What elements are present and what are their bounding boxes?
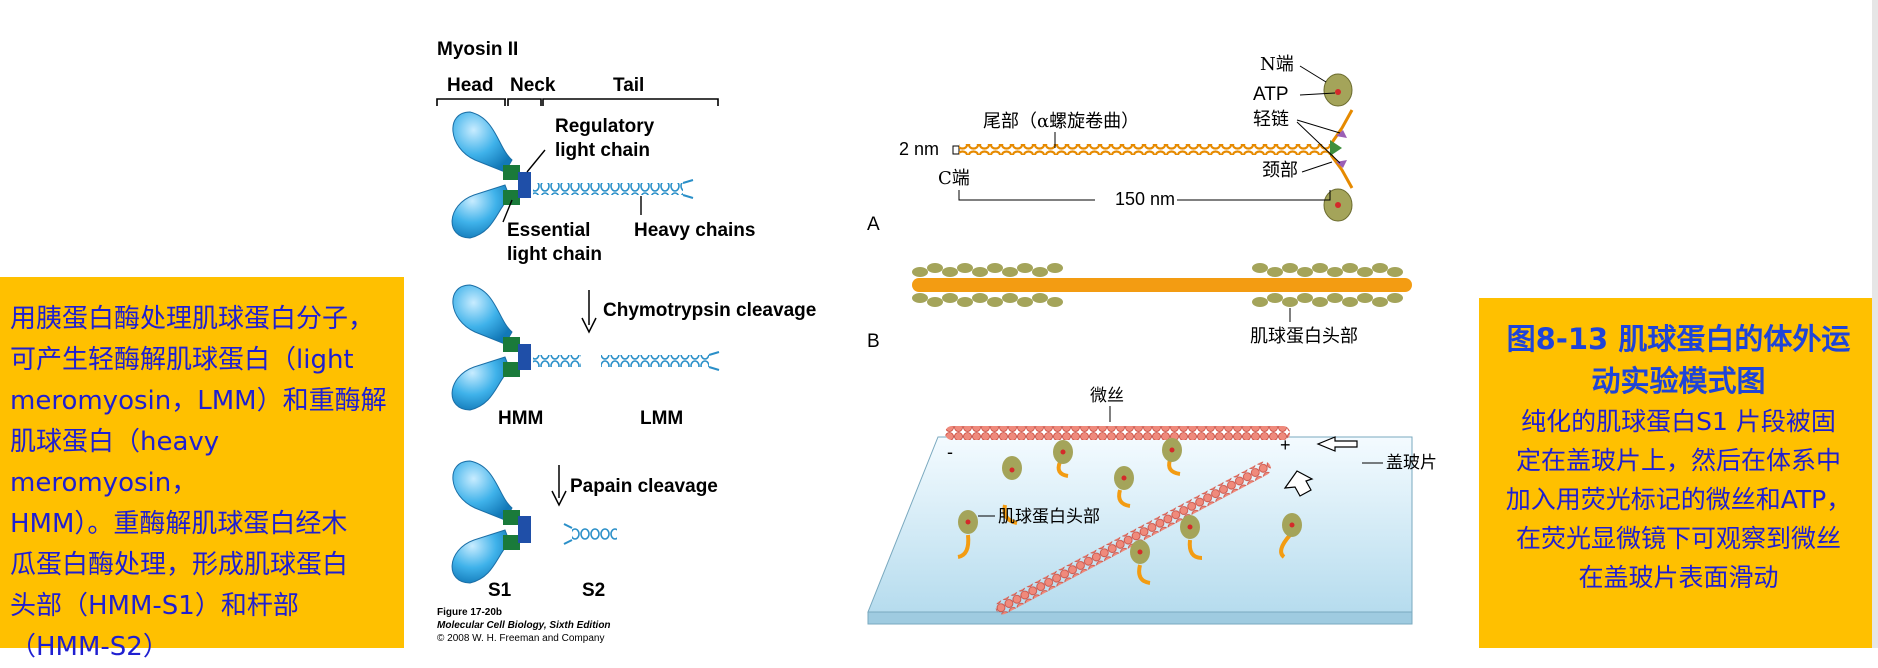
thick-filament-heads-left xyxy=(912,263,1063,307)
minus-end-label: - xyxy=(947,442,953,462)
filament-label: 微丝 xyxy=(1090,386,1124,406)
essential-light-chain xyxy=(503,190,520,205)
papain-label: Papain cleavage xyxy=(570,476,718,497)
regulatory-light-chain xyxy=(503,165,520,180)
myosin-title: Myosin II xyxy=(437,39,518,60)
s1-head-lower xyxy=(451,529,511,584)
regulatory-label-1: Regulatory xyxy=(555,116,655,137)
arrow-up-right-icon xyxy=(1283,470,1314,497)
figure-caption-1: Figure 17-20b xyxy=(437,607,502,618)
figure-caption-2: Molecular Cell Biology, Sixth Edition xyxy=(437,620,611,631)
caption-line-5: 在盖玻片表面滑动 xyxy=(1578,563,1779,592)
thick-filament-core xyxy=(912,278,1412,292)
panel-b: B 肌球蛋白头部 xyxy=(867,263,1412,352)
myosin-heads-label-c: 肌球蛋白头部 xyxy=(998,507,1100,527)
hmm-head-lower xyxy=(451,356,511,411)
coverslip-label: 盖玻片 xyxy=(1386,453,1437,473)
panel-c: 微丝 - + 盖玻片 肌球蛋白头部 xyxy=(867,386,1437,625)
neck-label-cn: 颈部 xyxy=(1262,160,1298,181)
figure-caption-3: © 2008 W. H. Freeman and Company xyxy=(437,633,604,644)
actin-filament-top xyxy=(945,426,1290,440)
essential-label-1: Essential xyxy=(507,220,590,241)
left-line-4: 肌球蛋白（heavy meromyosin， xyxy=(10,427,220,498)
thick-filament-heads-right xyxy=(1252,263,1403,307)
surface-myosin-heads xyxy=(957,438,1302,585)
down-arrow-icon xyxy=(581,317,597,334)
lmm-label: LMM xyxy=(640,408,683,429)
myosin-ii-figure: Myosin II Head Neck Tail Regulatory ligh… xyxy=(436,39,816,644)
head-label: Head xyxy=(447,75,493,96)
papain-cleavage: Papain cleavage S1 S2 xyxy=(451,460,718,601)
left-line-7: 头部（HMM-S1）和杆部 xyxy=(10,591,299,621)
figure-title-line-2: 动实验模式图 xyxy=(1591,364,1766,398)
hmm-s2-coil xyxy=(533,355,581,367)
regulatory-pointer xyxy=(526,149,546,173)
arrow-left-icon xyxy=(1316,436,1358,452)
left-line-3: meromyosin，LMM）和重酶解 xyxy=(10,386,387,416)
tail-alpha-helix-label: 尾部（α螺旋卷曲） xyxy=(983,111,1139,132)
neck-label: Neck xyxy=(510,75,556,96)
length-150nm-label: 150 nm xyxy=(1115,189,1175,209)
myosin-head-lower xyxy=(451,184,511,239)
myosin-head-upper xyxy=(452,111,513,173)
left-line-5: HMM）。重酶解肌球蛋白经木 xyxy=(10,509,348,539)
n-end-label: N端 xyxy=(1260,54,1294,75)
left-description-box: 用胰蛋白酶处理肌球蛋白分子， 可产生轻酶解肌球蛋白（light meromyos… xyxy=(0,277,404,662)
left-line-2: 可产生轻酶解肌球蛋白（light xyxy=(10,345,354,375)
s2-coil xyxy=(572,528,617,540)
s1-head-upper xyxy=(452,460,513,521)
caption-line-3: 加入用荧光标记的微丝和ATP， xyxy=(1505,485,1852,514)
figure-title-line-1: 图8-13 肌球蛋白的体外运 xyxy=(1506,322,1851,356)
tail-label: Tail xyxy=(613,75,644,96)
caption-line-1: 纯化的肌球蛋白S1 片段被固 xyxy=(1521,407,1836,436)
essential-pointer xyxy=(502,199,513,223)
essential-light-chain-b xyxy=(518,183,531,198)
heavy-chains-label: Heavy chains xyxy=(634,220,755,241)
myosin-tail-coil xyxy=(959,144,1331,155)
down-arrow-icon xyxy=(551,490,567,507)
c-end-label: C端 xyxy=(938,168,970,189)
hmm-label: HMM xyxy=(498,408,543,429)
chymotrypsin-cleavage: Chymotrypsin cleavage HMM LMM xyxy=(451,284,816,429)
plus-end-label: + xyxy=(1280,435,1291,455)
hmm-head-upper xyxy=(452,284,513,345)
panel-b-letter: B xyxy=(867,331,880,352)
width-2nm-label: 2 nm xyxy=(899,139,939,159)
slide-edge xyxy=(1872,0,1878,648)
s1-label: S1 xyxy=(488,580,512,601)
caption-line-4: 在荧光显微镜下可观察到微丝 xyxy=(1515,524,1841,553)
actin-filament-diagonal xyxy=(995,461,1271,615)
left-line-6: 瓜蛋白酶处理，形成肌球蛋白 xyxy=(10,550,349,580)
coverslip xyxy=(867,436,1413,613)
tail-end xyxy=(682,179,694,199)
panel-a-letter: A xyxy=(867,214,880,235)
chymotrypsin-label: Chymotrypsin cleavage xyxy=(603,300,816,321)
left-line-1: 用胰蛋白酶处理肌球蛋白分子， xyxy=(10,304,375,334)
right-caption-box: 图8-13 肌球蛋白的体外运 动实验模式图 纯化的肌球蛋白S1 片段被固 定在盖… xyxy=(1479,298,1878,648)
essential-label-2: light chain xyxy=(507,244,602,265)
heavy-chain-coil xyxy=(533,183,683,195)
domain-brackets xyxy=(436,98,719,106)
s2-label: S2 xyxy=(582,580,605,601)
caption-line-2: 定在盖玻片上，然后在体系中 xyxy=(1515,446,1841,475)
lmm-coil xyxy=(601,355,709,367)
panel-a: A 尾部（α螺旋卷曲） 2 nm C端 N端 ATP 轻链 颈部 150 nm xyxy=(867,54,1354,235)
regulatory-label-2: light chain xyxy=(555,140,650,161)
myosin-heads-label-b: 肌球蛋白头部 xyxy=(1250,326,1358,347)
atp-label: ATP xyxy=(1253,84,1289,105)
light-chain-label: 轻链 xyxy=(1253,109,1289,130)
figure-canvas: Myosin II Head Neck Tail Regulatory ligh… xyxy=(436,39,1437,644)
intact-myosin: Regulatory light chain Essential light c… xyxy=(451,111,755,265)
